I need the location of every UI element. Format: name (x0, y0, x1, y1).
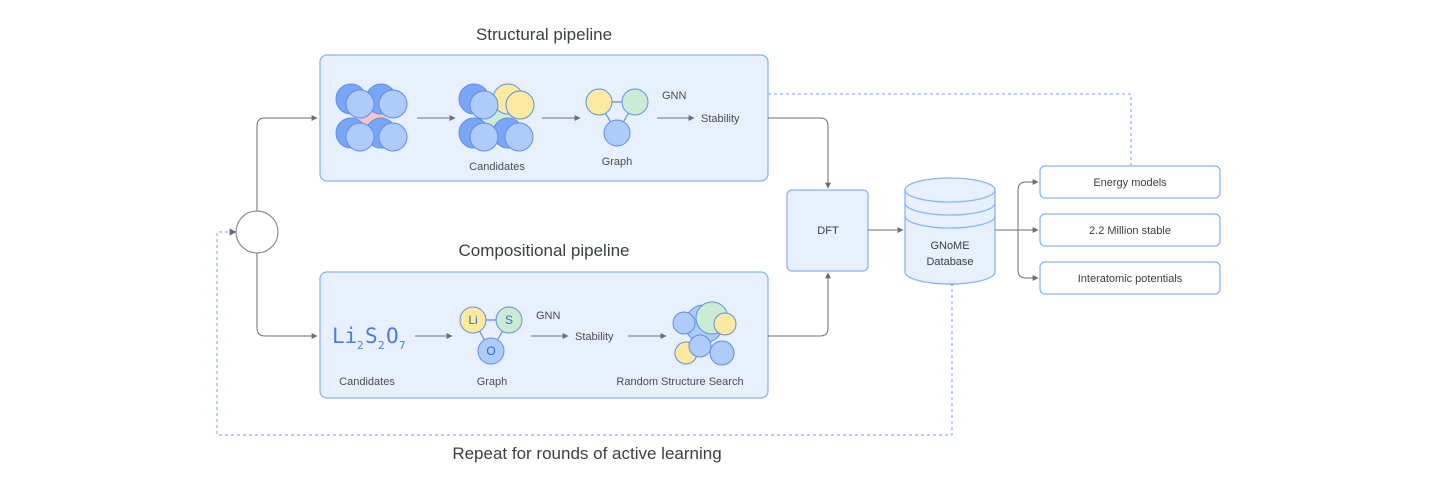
structural-stability-label: Stability (701, 113, 740, 125)
compositional-to-dft-line (768, 272, 831, 337)
graph-node-li: Li (468, 313, 477, 327)
output-box-stable-materials (1039, 213, 1221, 247)
structural-graph-icon (585, 88, 649, 147)
compositional-pipeline-title: Compositional pipeline (458, 241, 629, 260)
compositional-candidates-label: Candidates (339, 376, 395, 388)
compositional-graph-icon: Li S O (459, 306, 523, 365)
compositional-pipeline-panel (319, 271, 769, 399)
output-label-stable-materials: 2.2 Million stable (1089, 225, 1171, 237)
compositional-graph-label: Graph (477, 376, 508, 388)
seed-crystal-icon (335, 83, 408, 152)
formula-element-li: Li (332, 324, 357, 348)
candidates-crystal-icon (458, 83, 535, 152)
formula-element-s: S (365, 324, 378, 348)
formula-subscript-li: 2 (357, 339, 364, 352)
structural-to-dft-line (768, 117, 831, 189)
fanout-to-energy-models (1017, 179, 1039, 230)
random-structure-cluster-icon (672, 301, 737, 366)
output-label-energy-models: Energy models (1093, 177, 1167, 189)
output-box-interatomic-potentials (1039, 261, 1221, 295)
structural-gnn-label: GNN (662, 90, 687, 102)
output-label-interatomic-potentials: Interatomic potentials (1078, 273, 1183, 285)
graph-node-o: O (486, 344, 495, 358)
database-name-line2: Database (926, 256, 973, 268)
graph-node-s: S (505, 313, 513, 327)
database-name-line1: GNoME (930, 240, 969, 252)
formula-subscript-s: 2 (378, 339, 385, 352)
branch-to-compositional (256, 253, 318, 339)
structural-candidates-label: Candidates (469, 161, 525, 173)
chemical-formula: Li 2 S 2 O 7 (332, 324, 406, 352)
fanout-to-interatomic (1017, 230, 1039, 281)
gnome-database-icon (904, 177, 996, 285)
formula-element-o: O (386, 324, 399, 348)
formula-subscript-o: 7 (399, 339, 406, 352)
start-node (235, 210, 279, 254)
structural-graph-label: Graph (602, 156, 633, 168)
compositional-stability-label: Stability (575, 331, 614, 343)
energy-model-feedback-line (692, 93, 1132, 166)
active-learning-caption: Repeat for rounds of active learning (452, 444, 721, 463)
compositional-gnn-label: GNN (536, 310, 561, 322)
structural-pipeline-title: Structural pipeline (476, 25, 612, 44)
random-structure-search-label: Random Structure Search (616, 376, 743, 388)
dft-label: DFT (817, 225, 839, 237)
output-box-energy-models (1039, 165, 1221, 199)
branch-to-structural (256, 115, 318, 211)
